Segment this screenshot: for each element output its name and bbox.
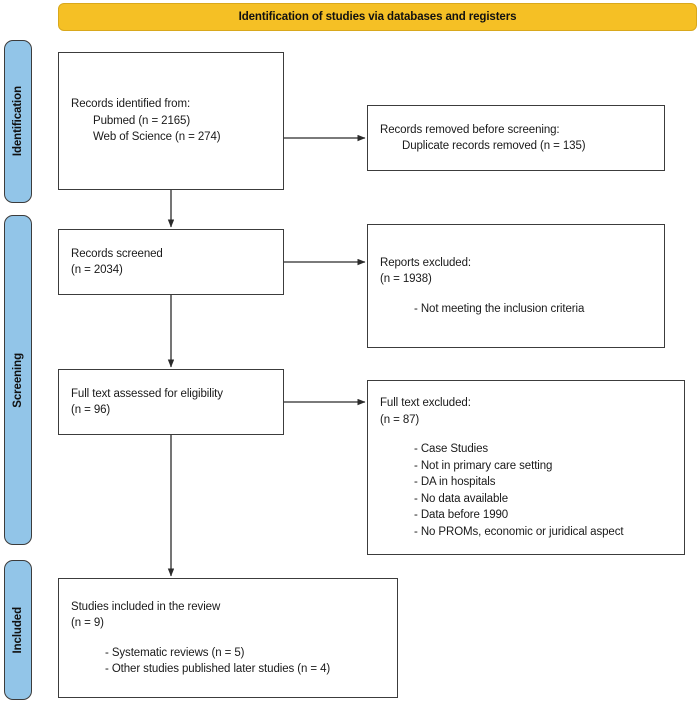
- box-list-item: - Case Studies: [414, 443, 489, 455]
- box-line: (n = 96): [71, 404, 111, 416]
- box-list-item: - Data before 1990: [414, 509, 509, 521]
- box-line: Records screened: [71, 247, 163, 260]
- box-line: Records identified from:: [71, 98, 191, 111]
- box-line: Studies included in the review: [71, 600, 221, 613]
- box-list-item: - Systematic reviews (n = 5): [105, 646, 245, 659]
- stage-label-included: Included: [12, 606, 24, 654]
- box-line: Full text assessed for eligibility: [71, 387, 223, 400]
- box-line: (n = 1938): [380, 273, 432, 286]
- spacer: [71, 632, 385, 645]
- banner-identification: Identification of studies via databases …: [58, 3, 697, 31]
- box-list-item: - No data available: [414, 492, 508, 505]
- stage-tab-screening: Screening: [4, 215, 32, 545]
- box-list-item: - DA in hospitals: [414, 476, 496, 488]
- box-line: Full text excluded:: [380, 397, 471, 409]
- box-line: (n = 9): [71, 617, 104, 629]
- box-reports-excluded: Reports excluded: (n = 1938) - Not meeti…: [367, 224, 665, 348]
- box-line: Web of Science (n = 274): [93, 131, 221, 144]
- spacer: [380, 428, 672, 441]
- box-line: Reports excluded:: [380, 256, 471, 269]
- box-line: Duplicate records removed (n = 135): [402, 140, 586, 152]
- stage-label-screening: Screening: [12, 352, 24, 408]
- stage-label-identification: Identification: [12, 86, 24, 157]
- box-line: Pubmed (n = 2165): [93, 114, 191, 127]
- box-list-item: - No PROMs, economic or juridical aspect: [414, 525, 624, 538]
- box-fulltext-assessed: Full text assessed for eligibility (n = …: [58, 369, 284, 435]
- stage-tab-identification: Identification: [4, 40, 32, 203]
- box-fulltext-excluded: Full text excluded: (n = 87) - Case Stud…: [367, 380, 685, 555]
- banner-title: Identification of studies via databases …: [238, 11, 517, 23]
- box-line: (n = 2034): [71, 264, 123, 276]
- box-line: Records removed before screening:: [380, 123, 560, 136]
- box-list-item: - Not meeting the inclusion criteria: [414, 302, 585, 315]
- spacer: [380, 288, 652, 301]
- stage-tab-included: Included: [4, 560, 32, 700]
- box-studies-included: Studies included in the review (n = 9) -…: [58, 578, 398, 698]
- box-list-item: - Other studies published later studies …: [105, 663, 331, 675]
- box-records-screened: Records screened (n = 2034): [58, 229, 284, 295]
- box-records-removed: Records removed before screening: Duplic…: [367, 105, 665, 171]
- box-list-item: - Not in primary care setting: [414, 459, 553, 472]
- box-records-identified: Records identified from: Pubmed (n = 216…: [58, 52, 284, 190]
- box-line: (n = 87): [380, 413, 420, 426]
